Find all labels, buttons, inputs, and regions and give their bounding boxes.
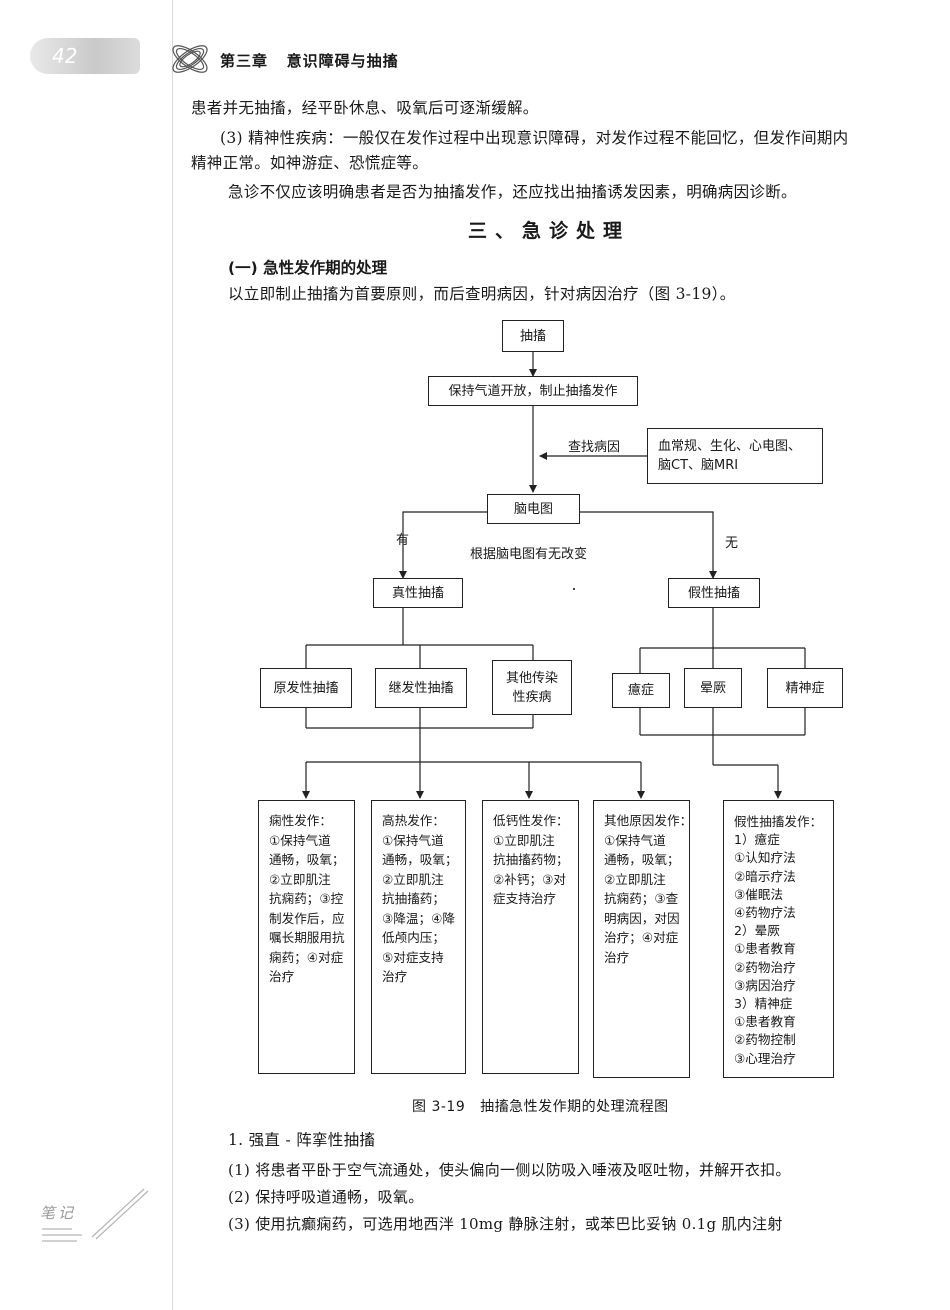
paragraph: 精神正常。如神游症、恐慌症等。 xyxy=(191,154,429,172)
treatment-line: 痫药；④对症 xyxy=(269,949,344,965)
treatment-line: 低颅内压； xyxy=(382,930,445,945)
page-number: 42 xyxy=(52,44,78,68)
step-item: (3) 使用抗癫痫药，可选用地西泮 10mg 静脉注射，或苯巴比妥钠 0.1g … xyxy=(228,1215,783,1233)
flow-node-true-seizure: 真性抽搐 xyxy=(373,578,463,608)
no-change-label: 无 xyxy=(725,536,739,551)
treatment-line: ③病因治疗 xyxy=(734,977,796,993)
tests-line: 脑CT、脑MRI xyxy=(658,458,739,473)
flow-node-primary: 原发性抽搐 xyxy=(260,668,352,708)
treatment-line: 1）癔症 xyxy=(734,832,780,848)
treatment-line: ②补钙；③对 xyxy=(493,871,566,887)
flow-node-start: 抽搐 xyxy=(502,320,564,352)
treatment-line: ②药物治疗 xyxy=(734,959,796,975)
treatment-line: 高热发作： xyxy=(382,813,445,828)
treatment-line: 治疗；④对症 xyxy=(604,930,679,945)
chapter-logo-icon xyxy=(172,45,208,73)
treatment-box-fever: 高热发作： ①保持气道 通畅，吸氧； ②立即肌注 抗抽搐药； ③降温；④降 低颅… xyxy=(371,800,466,1074)
treatment-line: 明病因，对因 xyxy=(604,910,680,926)
treatment-line: 通畅，吸氧； xyxy=(382,852,458,867)
flow-node-airway: 保持气道开放，制止抽搐发作 xyxy=(428,376,638,406)
treatment-line: 痫性发作： xyxy=(269,813,332,828)
treatment-line: 其他原因发作： xyxy=(604,813,693,828)
treatment-box-pseudo: 假性抽搐发作： 1）癔症 ①认知疗法 ②暗示疗法 ③催眠法 ④药物疗法 2）晕厥… xyxy=(723,800,834,1078)
treatment-line: ③催眠法 xyxy=(734,886,784,902)
treatment-line: 假性抽搐发作： xyxy=(734,814,823,829)
treatment-line: 治疗 xyxy=(269,969,295,984)
paragraph: (3) 精神性疾病：一般仅在发作过程中出现意识障碍，对发作过程不能回忆，但发作间… xyxy=(220,129,849,147)
paragraph: 患者并无抽搐，经平卧休息、吸氧后可逐渐缓解。 xyxy=(191,99,539,117)
treatment-line: ②立即肌注 xyxy=(382,871,444,887)
flow-node-syncope: 晕厥 xyxy=(684,668,742,708)
treatment-line: ③降温；④降 xyxy=(382,910,455,926)
treatment-line: 嘱长期服用抗 xyxy=(269,930,345,945)
step-item: (2) 保持呼吸道通畅，吸氧。 xyxy=(228,1188,424,1206)
treatment-line: ①保持气道 xyxy=(604,832,666,848)
treatment-line: ②药物控制 xyxy=(734,1032,796,1048)
tests-line: 血常规、生化、心电图、 xyxy=(658,439,802,454)
flow-node-pseudo-seizure: 假性抽搐 xyxy=(668,578,760,608)
treatment-line: 2）晕厥 xyxy=(734,923,780,939)
treatment-line: ①患者教育 xyxy=(734,1014,796,1030)
step-item: (1) 将患者平卧于空气流通处，使头偏向一侧以防吸入唾液及呕吐物，并解开衣扣。 xyxy=(228,1161,791,1179)
flow-node-hysteria: 癔症 xyxy=(612,673,670,708)
eeg-note: 根据脑电图有无改变 xyxy=(470,547,588,562)
treatment-line: ①保持气道 xyxy=(269,832,331,848)
treatment-line: ①认知疗法 xyxy=(734,850,796,866)
treatment-line: 治疗 xyxy=(382,969,408,984)
treatment-line: 抗抽搐药； xyxy=(382,891,445,906)
pen-icon xyxy=(42,1188,149,1242)
margin-line xyxy=(172,0,173,1310)
other-infect-line: 性疾病 xyxy=(512,689,552,705)
treatment-line: 抗抽搐药物； xyxy=(493,852,569,867)
treatment-line: 制发作后，应 xyxy=(269,910,345,926)
treatment-line: 3）精神症 xyxy=(734,996,793,1012)
treatment-line: ④药物疗法 xyxy=(734,905,796,921)
scan-speck xyxy=(573,588,575,590)
other-infect-line: 其他传染 xyxy=(505,670,558,686)
treatment-line: ②立即肌注 xyxy=(269,871,331,887)
section-heading: 三、急诊处理 xyxy=(468,220,631,242)
treatment-line: 抗痫药；③控 xyxy=(269,891,344,906)
has-change-label: 有 xyxy=(396,533,410,548)
notes-label: 笔记 xyxy=(40,1204,77,1222)
treatment-line: ⑤对症支持 xyxy=(382,949,444,965)
treatment-line: ①立即肌注 xyxy=(493,832,555,848)
sub-heading: (一) 急性发作期的处理 xyxy=(228,259,388,277)
figure-caption: 图 3-19 抽搐急性发作期的处理流程图 xyxy=(412,1099,669,1115)
treatment-line: ①保持气道 xyxy=(382,832,444,848)
find-cause-label: 查找病因 xyxy=(568,440,621,455)
treatment-line: 通畅，吸氧； xyxy=(604,852,680,867)
treatment-line: ①患者教育 xyxy=(734,941,796,957)
treatment-line: 症支持治疗 xyxy=(493,891,556,906)
chapter-title: 第三章 意识障碍与抽搐 xyxy=(220,52,399,70)
treatment-line: 治疗 xyxy=(604,949,630,965)
treatment-line: 抗痫药；③查 xyxy=(604,891,679,906)
treatment-line: ②立即肌注 xyxy=(604,871,666,887)
treatment-line: 低钙性发作： xyxy=(493,813,569,828)
page-number-badge xyxy=(30,38,140,74)
step-title: 1. 强直 - 阵挛性抽搐 xyxy=(228,1131,376,1149)
treatment-box-hypocalcemia: 低钙性发作： ①立即肌注 抗抽搐药物； ②补钙；③对 症支持治疗 xyxy=(482,800,579,1074)
treatment-line: ③心理治疗 xyxy=(734,1050,796,1066)
flow-node-tests: 血常规、生化、心电图、 脑CT、脑MRI xyxy=(647,428,823,484)
flow-node-eeg: 脑电图 xyxy=(487,494,580,524)
paragraph: 以立即制止抽搐为首要原则，而后查明病因，针对病因治疗（图 3-19）。 xyxy=(228,285,736,303)
paragraph: 急诊不仅应该明确患者是否为抽搐发作，还应找出抽搐诱发因素，明确病因诊断。 xyxy=(228,183,797,201)
flow-node-other-infectious: 其他传染 性疾病 xyxy=(492,660,572,715)
treatment-line: ②暗示疗法 xyxy=(734,868,796,884)
flow-node-secondary: 继发性抽搐 xyxy=(375,668,467,708)
treatment-box-epilepsy: 痫性发作： ①保持气道 通畅，吸氧； ②立即肌注 抗痫药；③控 制发作后，应 嘱… xyxy=(258,800,355,1074)
flow-node-psychosis: 精神症 xyxy=(767,668,843,708)
treatment-box-other-cause: 其他原因发作： ①保持气道 通畅，吸氧； ②立即肌注 抗痫药；③查 明病因，对因… xyxy=(593,800,693,1078)
treatment-line: 通畅，吸氧； xyxy=(269,852,345,867)
